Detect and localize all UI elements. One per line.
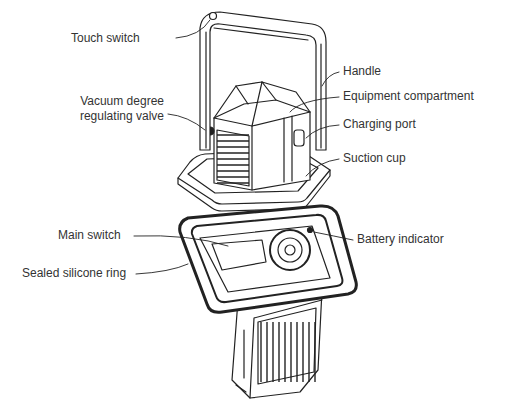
equipment-compartment — [206, 82, 310, 190]
part-label: Equipment compartment — [343, 89, 474, 104]
part-label: Handle — [343, 64, 381, 79]
part-label: Vacuum degree regulating valve — [62, 94, 164, 124]
part-label: Sealed silicone ring — [22, 266, 126, 281]
main-switch — [212, 240, 266, 270]
handle — [200, 12, 326, 150]
part-label: Suction cup — [343, 151, 406, 166]
leader-lines — [134, 20, 353, 274]
part-label: Charging port — [343, 117, 416, 132]
charging-port — [294, 130, 304, 146]
part-label: Battery indicator — [357, 232, 444, 247]
touch-switch — [210, 13, 217, 20]
battery-indicator — [308, 228, 313, 233]
part-label: Touch switch — [71, 31, 140, 46]
bottom-device — [180, 206, 357, 398]
part-label: Main switch — [58, 228, 121, 243]
